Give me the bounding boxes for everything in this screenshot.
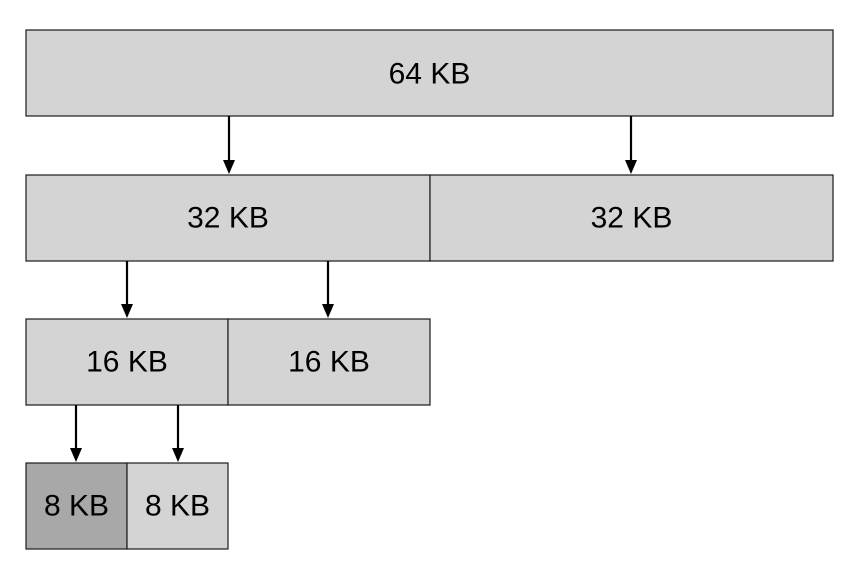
arrow-head-left-32kb: [223, 160, 235, 174]
block-32kb-left-label: 32 KB: [187, 202, 269, 235]
block-64kb-label: 64 KB: [389, 58, 471, 91]
block-32kb-right: [429, 174, 834, 262]
block-16kb-right-label: 16 KB: [288, 346, 370, 379]
arrows-level-0-to-1: [223, 116, 637, 174]
block-16kb-left: [25, 318, 229, 406]
block-8kb-right-label: 8 KB: [145, 490, 210, 523]
level-2: 16 KB 16 KB: [25, 318, 431, 406]
arrows-level-1-to-2: [121, 261, 334, 318]
level-0: 64 KB: [25, 29, 834, 117]
arrow-head-right-16kb: [322, 304, 334, 318]
level-3: 8 KB 8 KB: [25, 462, 229, 550]
arrows-level-2-to-3: [70, 405, 184, 462]
block-16kb-left-label: 16 KB: [86, 346, 168, 379]
block-16kb-right: [227, 318, 431, 406]
block-8kb-right: [126, 462, 229, 550]
arrow-head-left-8kb: [70, 448, 82, 462]
block-8kb-left-allocated: [25, 462, 128, 550]
block-64kb: [25, 29, 834, 117]
arrow-head-right-8kb: [172, 448, 184, 462]
block-8kb-left-label: 8 KB: [44, 490, 109, 523]
level-1: 32 KB 32 KB: [25, 174, 834, 262]
block-32kb-right-label: 32 KB: [591, 202, 673, 235]
arrow-head-right-32kb: [625, 160, 637, 174]
arrow-head-left-16kb: [121, 304, 133, 318]
block-32kb-left: [25, 174, 431, 262]
